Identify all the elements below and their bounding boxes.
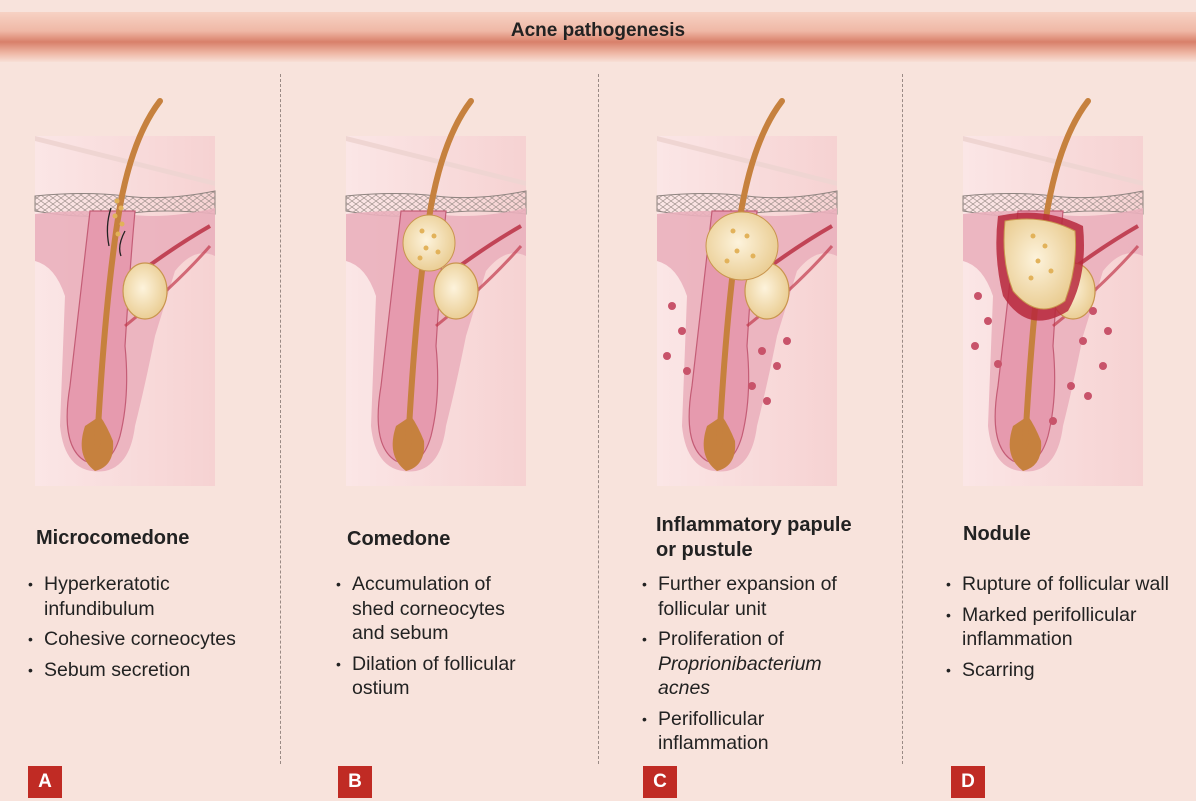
stage-name-comedone: Comedone <box>347 528 451 550</box>
comedone-illustration <box>336 96 536 486</box>
bullet-list-papule: Further expansion of follicular unit Pro… <box>642 572 872 762</box>
stage-name-nodule: Nodule <box>963 523 1031 545</box>
panel-divider <box>280 74 281 764</box>
bullet-item: Cohesive corneocytes <box>28 627 278 652</box>
bullet-list-nodule: Rupture of follicular wall Marked perifo… <box>946 572 1176 688</box>
bullet-list-microcomedone: Hyperkeratotic infundibulum Cohesive cor… <box>28 572 278 688</box>
panel-divider <box>902 74 903 764</box>
figure-title: Acne pathogenesis <box>510 20 686 41</box>
organism-name: Proprionibacterium acnes <box>658 652 822 700</box>
nodule-illustration <box>953 96 1153 486</box>
stage-name-papule: Inflammatory papule or pustule <box>656 514 852 561</box>
bullet-item: Scarring <box>946 658 1176 683</box>
bullet-item: Perifollicular inflammation <box>642 707 872 756</box>
bullet-text: Proliferation of <box>658 628 784 650</box>
papule-illustration <box>647 96 847 486</box>
panel-letter-badge: B <box>338 766 372 798</box>
bullet-item: Sebum secretion <box>28 658 278 683</box>
title-band <box>0 12 1196 62</box>
panel-divider <box>598 74 599 764</box>
bullet-item: Marked perifollicular inflammation <box>946 603 1176 652</box>
panel-letter-badge: D <box>951 766 985 798</box>
bullet-list-comedone: Accumulation of shed corneocytes and seb… <box>336 572 536 707</box>
bullet-item: Rupture of follicular wall <box>946 572 1176 597</box>
bullet-item: Further expansion of follicular unit <box>642 572 872 621</box>
bullet-item: Dilation of follicular ostium <box>336 652 536 701</box>
bullet-item: Accumulation of shed corneocytes and seb… <box>336 572 536 646</box>
microcomedone-illustration <box>25 96 225 486</box>
stage-name-microcomedone: Microcomedone <box>36 527 190 549</box>
panel-letter-badge: C <box>643 766 677 798</box>
bullet-item: Hyperkeratotic infundibulum <box>28 572 278 621</box>
panel-letter-badge: A <box>28 766 62 798</box>
